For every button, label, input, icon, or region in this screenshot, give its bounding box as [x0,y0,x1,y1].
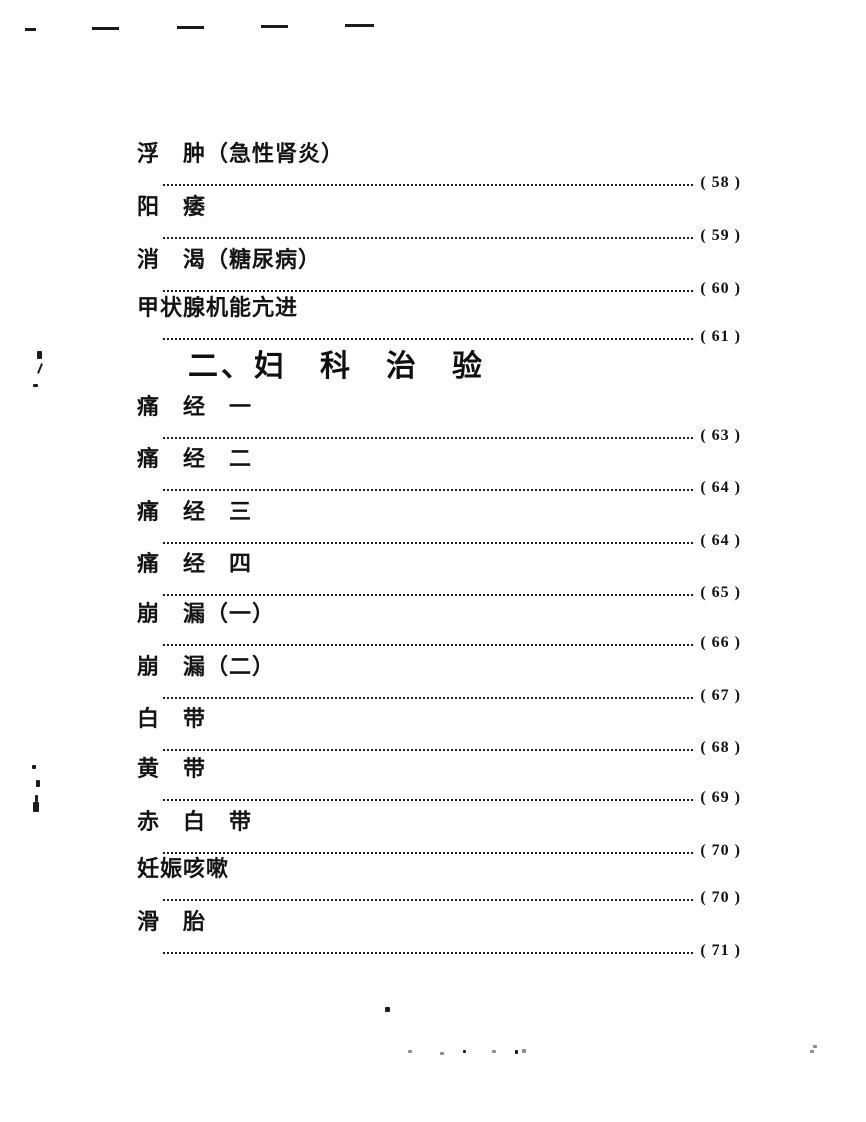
toc-entry: 阳 痿 ( 59 ) [137,196,741,244]
toc-entry-title: 消 渴（糖尿病） [137,247,322,272]
toc-entry: 白 带 ( 68 ) [137,708,741,756]
ink-speck [33,384,38,387]
toc-entry-title: 崩 漏（二） [137,654,276,679]
toc-entry-title: 痛 经 四 [137,551,253,576]
toc-entry-title: 白 带 [137,706,207,731]
toc-page-number: ( 68 ) [700,739,741,756]
dotted-leader [163,338,694,340]
toc-entry: 崩 漏（二） ( 67 ) [137,656,741,704]
toc-entry-title: 浮 肿（急性肾炎） [137,141,345,166]
ink-speck [810,1050,814,1053]
toc-page-number: ( 71 ) [700,942,741,959]
ink-speck [813,1045,817,1048]
toc-leader-row: ( 65 ) [137,585,741,601]
ink-speck [463,1050,466,1053]
toc-leader-row: ( 60 ) [137,281,741,297]
dotted-leader [163,437,694,439]
toc-entry: 赤 白 带 ( 70 ) [137,811,741,859]
toc-page-number: ( 65 ) [700,584,741,601]
toc-page-number: ( 59 ) [700,227,741,244]
section-header: 二、妇 科 治 验 [188,350,485,383]
ink-speck [440,1052,444,1055]
toc-entry-title: 妊娠咳嗽 [137,856,230,881]
dotted-leader [163,749,694,751]
dotted-leader [163,290,694,292]
ink-speck [522,1049,526,1053]
toc-leader-row: ( 61 ) [137,329,741,345]
ink-speck [385,1007,390,1012]
toc-page-number: ( 66 ) [700,634,741,651]
toc-leader-row: ( 64 ) [137,480,741,496]
toc-entry-title: 赤 白 带 [137,809,253,834]
dotted-leader [163,489,694,491]
scan-artifact-dash [345,24,374,27]
toc-entry-title: 黄 带 [137,756,207,781]
scan-artifact-dash [25,28,36,31]
ink-speck [35,795,38,802]
toc-entry: 痛 经 一 ( 63 ) [137,396,741,444]
dotted-leader [163,184,694,186]
toc-page-number: ( 58 ) [700,174,741,191]
toc-page-number: ( 67 ) [700,687,741,704]
dotted-leader [163,952,694,954]
dotted-leader [163,237,694,239]
toc-leader-row: ( 63 ) [137,428,741,444]
ink-speck [492,1050,496,1053]
toc-entry: 消 渴（糖尿病） ( 60 ) [137,249,741,297]
scan-artifact-dash [261,25,288,28]
toc-page-number: ( 70 ) [700,842,741,859]
scan-artifact-dash [92,27,119,30]
dotted-leader [163,799,694,801]
toc-leader-row: ( 71 ) [137,943,741,959]
toc-entry: 痛 经 三 ( 64 ) [137,501,741,549]
toc-entry-title: 甲状腺机能亢进 [137,295,299,320]
toc-leader-row: ( 64 ) [137,533,741,549]
toc-entry: 妊娠咳嗽 ( 70 ) [137,858,741,906]
ink-speck [33,802,39,812]
toc-leader-row: ( 70 ) [137,843,741,859]
ink-speck [515,1050,518,1054]
dotted-leader [163,899,694,901]
toc-page-number: ( 64 ) [700,532,741,549]
toc-entry-title: 痛 经 一 [137,394,253,419]
toc-page-number: ( 70 ) [700,889,741,906]
ink-speck [36,780,40,787]
toc-entry: 痛 经 二 ( 64 ) [137,448,741,496]
toc-entry-title: 痛 经 二 [137,446,253,471]
toc-leader-row: ( 58 ) [137,175,741,191]
scan-artifact-dash [177,26,204,29]
toc-entry: 滑 胎 ( 71 ) [137,911,741,959]
toc-entry-title: 滑 胎 [137,909,207,934]
toc-leader-row: ( 68 ) [137,740,741,756]
ink-speck [37,351,42,359]
toc-leader-row: ( 67 ) [137,688,741,704]
dotted-leader [163,594,694,596]
toc-page-number: ( 69 ) [700,789,741,806]
toc-page-number: ( 64 ) [700,479,741,496]
ink-speck [408,1050,412,1053]
dotted-leader [163,644,694,646]
dotted-leader [163,852,694,854]
toc-page-number: ( 60 ) [700,280,741,297]
toc-leader-row: ( 70 ) [137,890,741,906]
toc-entry-title: 痛 经 三 [137,499,253,524]
toc-page-number: ( 61 ) [700,328,741,345]
toc-entry: 甲状腺机能亢进 ( 61 ) [137,297,741,345]
toc-entry-title: 阳 痿 [137,194,207,219]
toc-entry-title: 崩 漏（一） [137,601,276,626]
dotted-leader [163,697,694,699]
toc-entry: 崩 漏（一） ( 66 ) [137,603,741,651]
toc-entry: 痛 经 四 ( 65 ) [137,553,741,601]
toc-entry: 浮 肿（急性肾炎） ( 58 ) [137,143,741,191]
ink-speck [37,363,43,374]
toc-leader-row: ( 69 ) [137,790,741,806]
toc-entry: 黄 带 ( 69 ) [137,758,741,806]
toc-leader-row: ( 59 ) [137,228,741,244]
ink-speck [32,765,36,769]
toc-leader-row: ( 66 ) [137,635,741,651]
dotted-leader [163,542,694,544]
toc-page-number: ( 63 ) [700,427,741,444]
